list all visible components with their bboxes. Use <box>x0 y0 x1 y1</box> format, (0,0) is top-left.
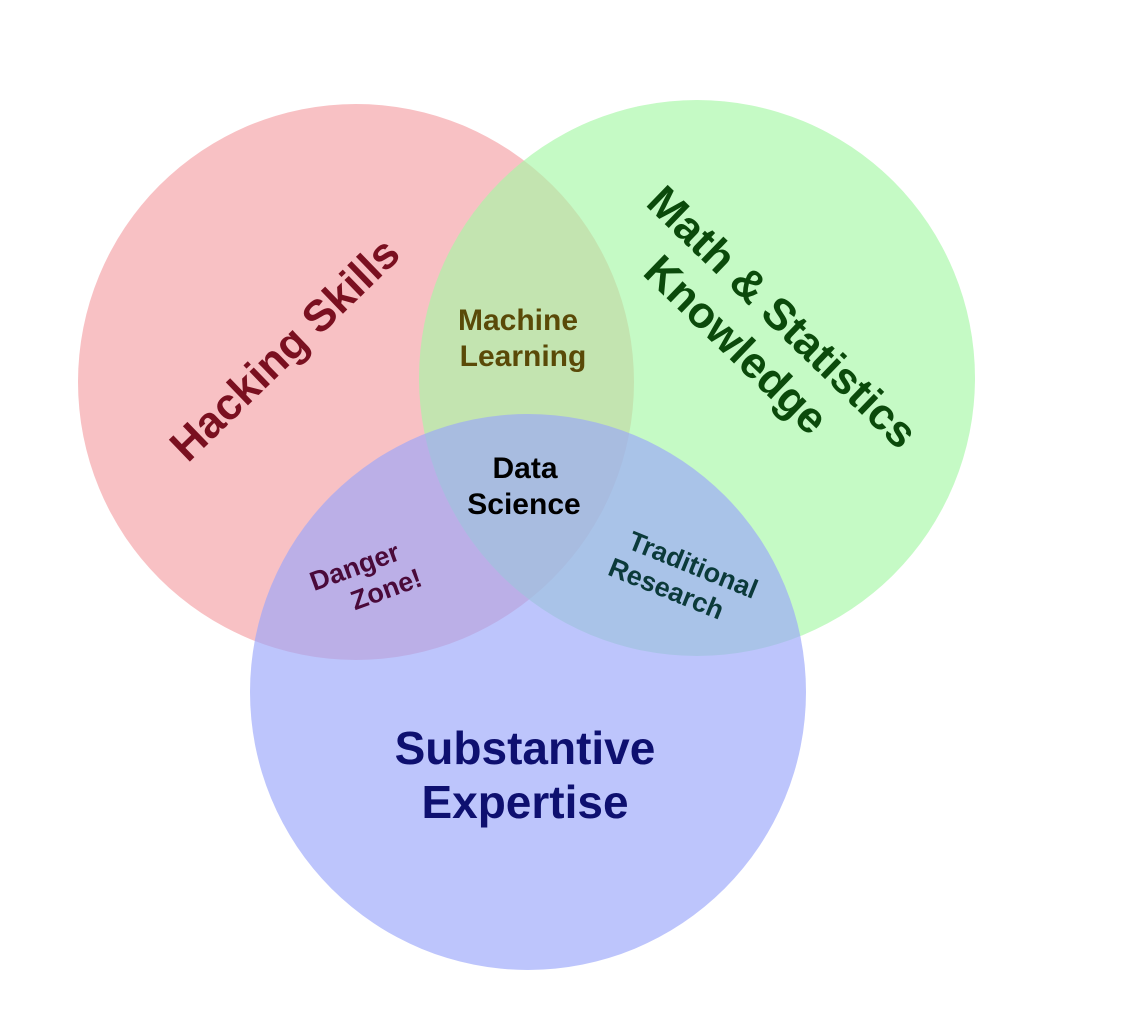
data-science-label: Data Science <box>467 452 580 521</box>
data-science-label-line1: Data <box>492 452 557 485</box>
machine-learning-label: Machine Learning <box>458 304 586 373</box>
machine-learning-label-line2: Learning <box>460 340 587 373</box>
machine-learning-label-line1: Machine <box>458 304 578 337</box>
substantive-expertise-label: Substantive Expertise <box>395 722 656 828</box>
substantive-expertise-circle <box>250 414 806 970</box>
substantive-expertise-label-line1: Substantive <box>395 722 656 774</box>
data-science-label-line2: Science <box>467 488 580 521</box>
substantive-expertise-label-line2: Expertise <box>421 776 628 828</box>
